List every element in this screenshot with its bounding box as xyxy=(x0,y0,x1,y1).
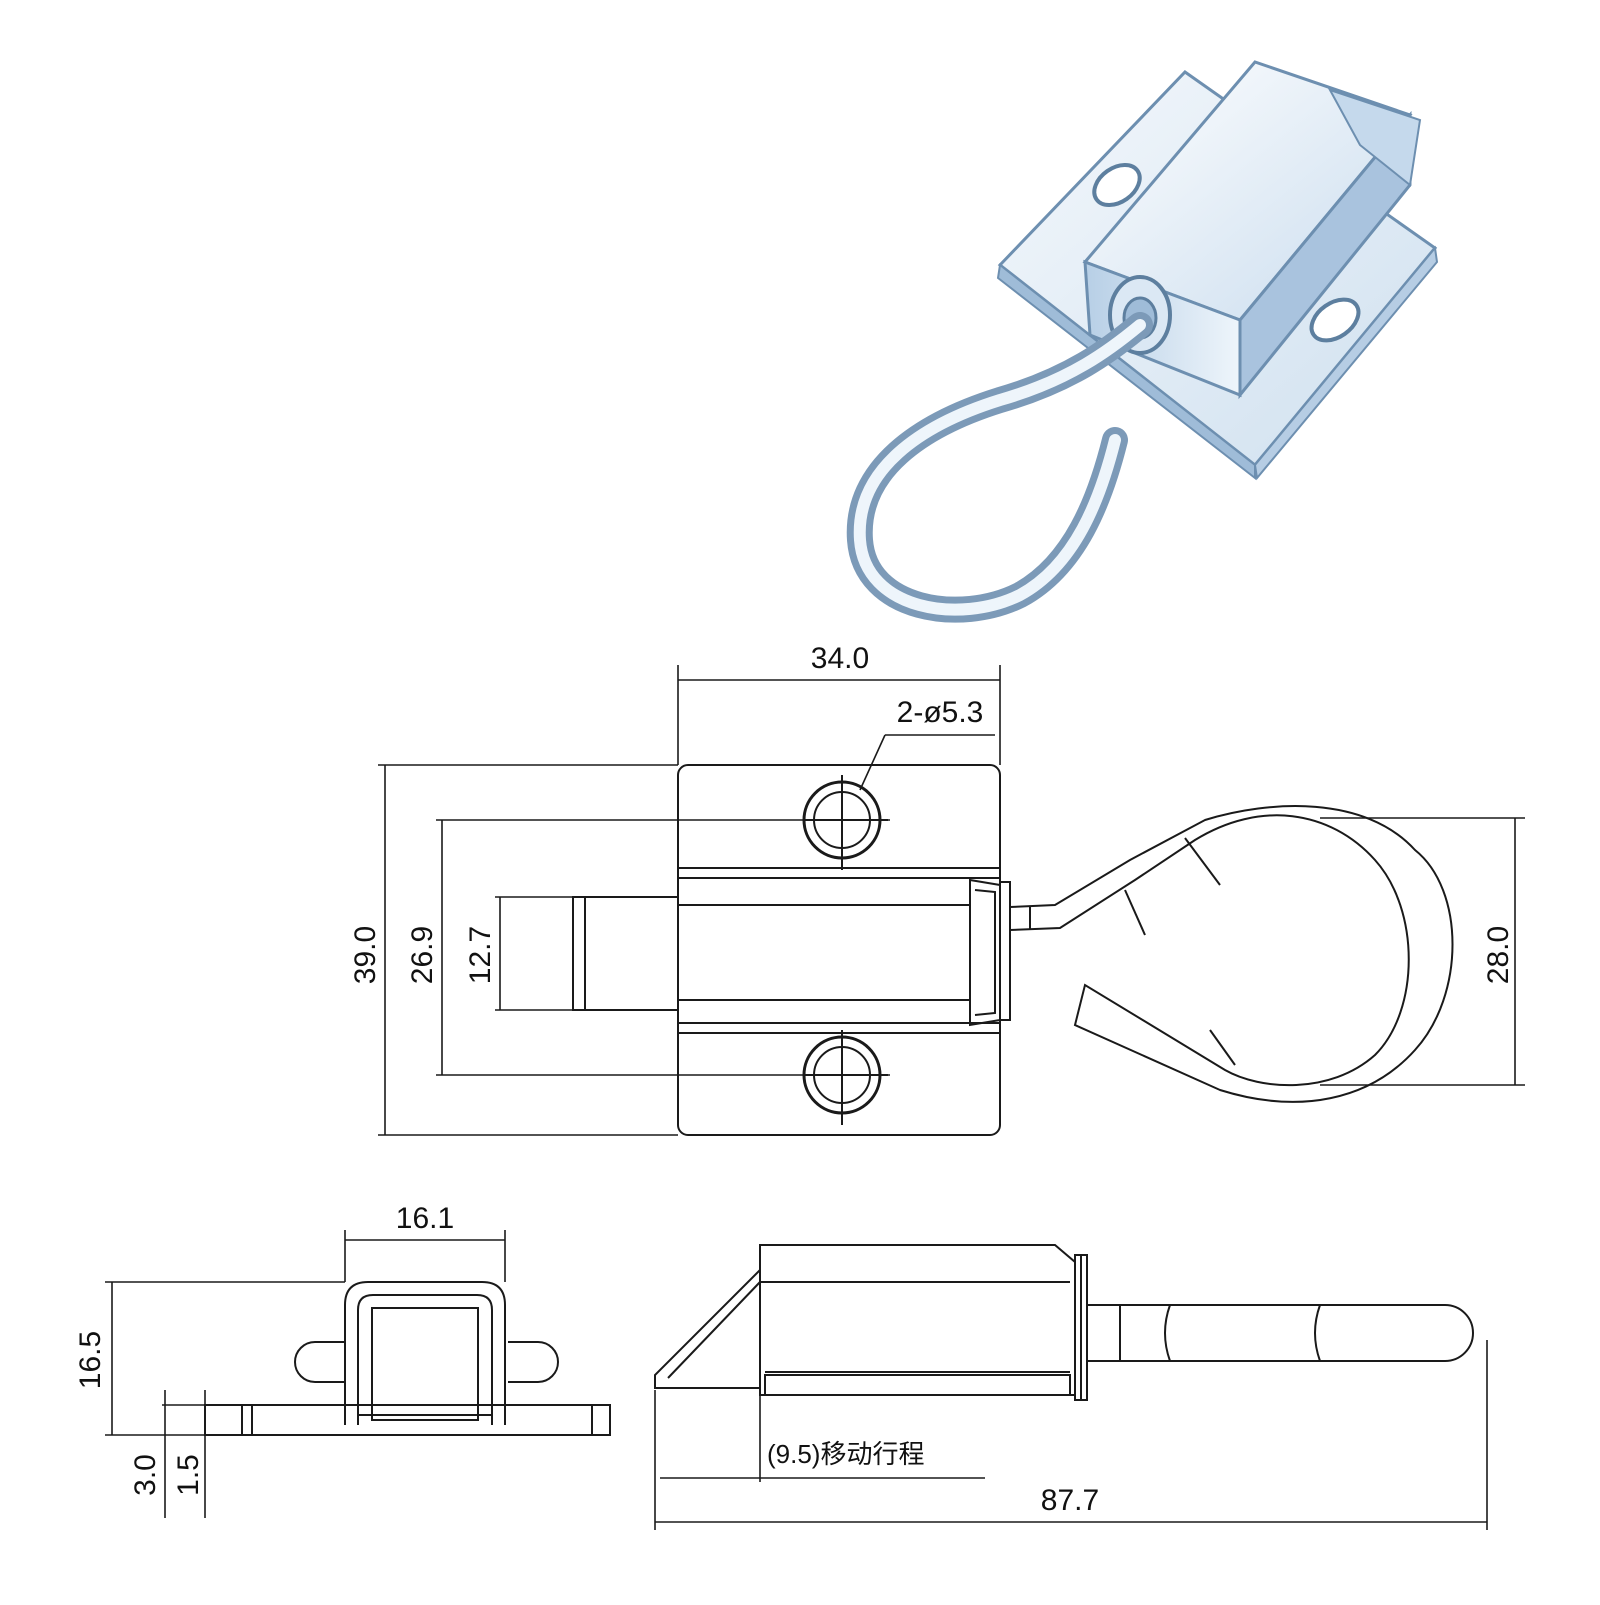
dim-hole-spacing: 26.9 xyxy=(406,926,439,984)
dim-total-height: 16.5 xyxy=(74,1331,107,1389)
side-shaft xyxy=(1087,1304,1474,1362)
product-photo xyxy=(846,60,1439,623)
dim-ring-height: 28.0 xyxy=(1482,926,1515,984)
dim-bolt-height: 12.7 xyxy=(464,926,497,984)
top-view-dimensions xyxy=(378,665,1525,1136)
dim-base-height: 3.0 xyxy=(129,1454,162,1496)
travel-label: (9.5)移动行程 xyxy=(767,1439,924,1469)
dim-plate-height: 39.0 xyxy=(349,926,382,984)
end-view xyxy=(204,1281,611,1436)
side-view-dimensions xyxy=(654,1340,1488,1530)
end-housing xyxy=(344,1281,506,1425)
side-base-plate xyxy=(764,1374,1071,1396)
side-bolt-wedge xyxy=(654,1269,761,1389)
housing-body xyxy=(677,904,971,1001)
dim-overall-length: 87.7 xyxy=(1041,1484,1099,1517)
dim-hole-callout: 2-ø5.3 xyxy=(897,696,984,729)
photo-hole-bottom xyxy=(1309,297,1361,343)
side-view xyxy=(654,1244,1474,1401)
dim-plate-thickness: 1.5 xyxy=(172,1454,205,1496)
dim-width-34: 34.0 xyxy=(811,642,869,675)
photo-hole-top xyxy=(1092,163,1142,207)
bolt-tip xyxy=(572,896,679,1011)
dim-body-width: 16.1 xyxy=(396,1202,454,1235)
photo-ring-pull xyxy=(846,312,1153,623)
ring-pull-outline xyxy=(1009,805,1454,1103)
end-view-dimensions xyxy=(105,1230,506,1518)
